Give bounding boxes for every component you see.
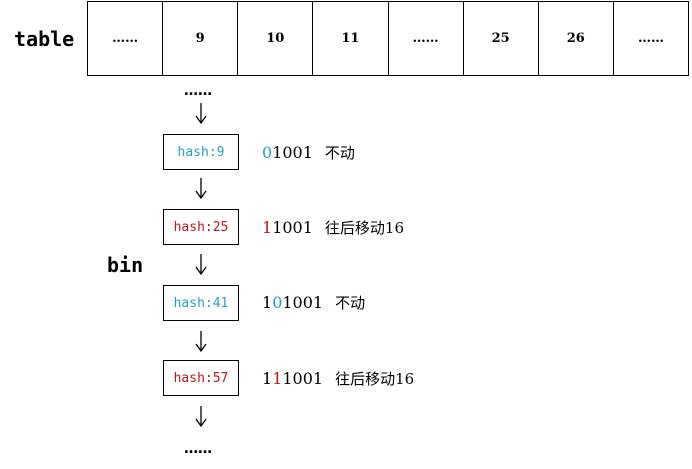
table-cell: 10: [237, 2, 312, 75]
bin-node: hash:25: [163, 209, 239, 245]
table-cell: ……: [612, 2, 688, 75]
bits-rest: 1001: [282, 368, 324, 388]
down-arrow-icon: [195, 103, 207, 125]
bits-prefix: 1: [262, 292, 273, 312]
table-label: table: [14, 27, 75, 51]
down-arrow-icon: [195, 406, 207, 428]
bin-node: hash:9: [163, 134, 239, 170]
action-text: 往后移动16: [324, 218, 404, 237]
action-text: 往后移动16: [335, 369, 415, 388]
bin-label: bin: [107, 253, 144, 277]
bits-key-bit: 0: [262, 142, 273, 162]
bits-key-bit: 1: [262, 217, 273, 237]
bits-rest: 1001: [282, 292, 324, 312]
hash-table-row: …… 9 10 11 …… 25 26 ……: [87, 1, 689, 76]
table-cell: 9: [162, 2, 237, 75]
bits-key-bit: 0: [272, 292, 283, 312]
bits-rest: 1001: [272, 142, 313, 162]
table-cell: 26: [537, 2, 613, 75]
table-cell: ……: [112, 31, 139, 46]
table-cell: 11: [312, 2, 387, 75]
bits-key-bit: 1: [272, 368, 283, 388]
down-arrow-icon: [195, 331, 207, 353]
table-cell: ……: [387, 2, 463, 75]
bits-prefix: 1: [262, 368, 273, 388]
ellipsis-top: ……: [184, 83, 212, 99]
down-arrow-icon: [195, 178, 207, 200]
down-arrow-icon: [195, 254, 207, 276]
bin-node: hash:41: [163, 285, 239, 321]
bin-node: hash:57: [163, 360, 239, 396]
table-cell: 25: [462, 2, 538, 75]
action-text: 不动: [335, 293, 366, 312]
action-text: 不动: [324, 143, 355, 162]
ellipsis-bottom: ……: [184, 441, 212, 457]
bits-rest: 1001: [272, 217, 313, 237]
